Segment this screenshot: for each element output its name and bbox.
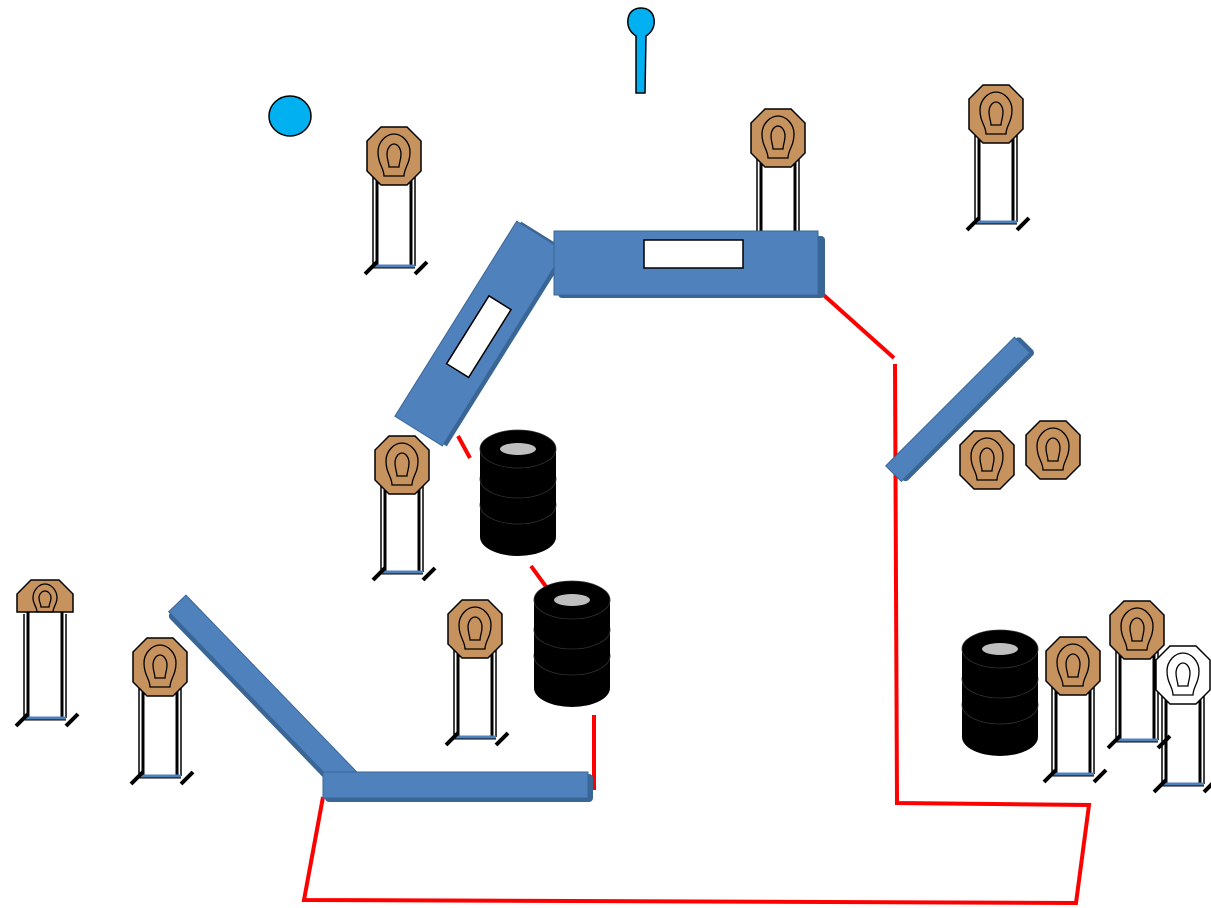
tire-stack-right xyxy=(961,629,1039,757)
target-stand-6 xyxy=(129,637,195,786)
round-steel-plate-icon xyxy=(268,95,312,137)
no-shoot-target-stand xyxy=(1152,645,1211,794)
barricade-top-horizontal xyxy=(553,230,825,298)
target-stand-5 xyxy=(14,579,80,728)
free-target-1 xyxy=(959,430,1015,490)
barricade-diagonal-upper xyxy=(394,220,569,447)
fault-line-top-right xyxy=(816,288,896,360)
free-target-2 xyxy=(1025,420,1081,480)
barricade-left-diagonal xyxy=(167,594,358,793)
popper-steel-icon xyxy=(627,7,655,94)
fault-line-mid-tires xyxy=(529,564,549,590)
target-stand-3 xyxy=(965,84,1031,232)
window-opening xyxy=(445,294,513,379)
target-stand-9 xyxy=(1042,636,1108,784)
tire-stack-middle xyxy=(533,580,611,708)
target-stand-1 xyxy=(363,126,429,276)
barricade-right-diagonal xyxy=(885,336,1035,483)
window-opening xyxy=(643,239,744,269)
barricade-bottom-horizontal xyxy=(322,771,593,802)
fault-line-left-tires xyxy=(456,435,472,459)
fault-lines xyxy=(301,288,1092,906)
fault-line-right-bottom xyxy=(301,363,1092,906)
target-stand-7 xyxy=(444,599,510,747)
tire-stack-upper xyxy=(479,429,557,557)
target-stand-4 xyxy=(371,435,437,582)
